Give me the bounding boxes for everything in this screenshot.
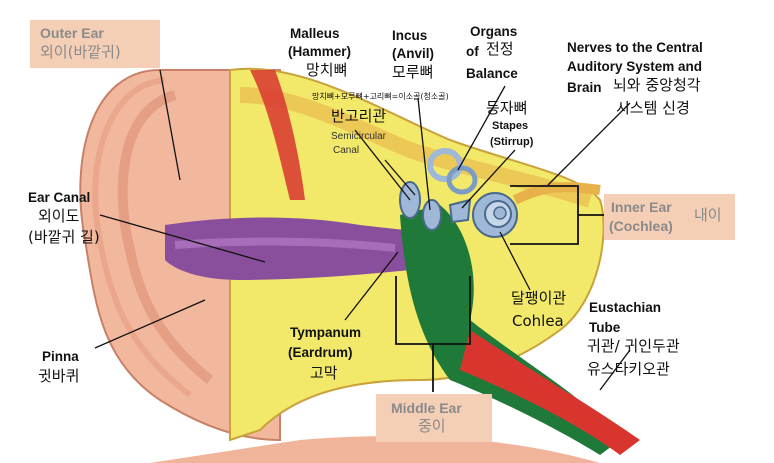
nerves-label-en-3: Brain [567,80,602,96]
nerves-label-ko-1: 뇌와 중앙청각 [613,77,701,94]
eustachian-label-ko-2: 유스타키오관 [587,361,670,378]
ear-canal-label-ko-2: (바깥귀 길) [28,229,100,246]
stapes-label-en-2: (Stirrup) [490,136,533,149]
organs-balance-label-en-3: Balance [466,66,518,82]
nerves-label-en-2: Auditory System and [567,59,702,75]
organs-balance-label-en-1: Organs [470,24,517,40]
inner-ear-label-box: Inner Ear (Cochlea) 내이 [604,194,735,240]
cochlea-label-ko: 달팽이관 [511,290,566,307]
ear-canal-label-ko-1: 외이도 [38,208,79,225]
tympanum-label-ko: 고막 [310,365,338,382]
incus-label-en-2: (Anvil) [392,46,434,62]
tympanum-label-en-2: (Eardrum) [288,345,353,361]
organs-balance-label-en-2: of [466,44,479,60]
eustachian-label-ko-1: 귀관/ 귀인두관 [587,338,680,355]
stapes-label-en-1: Stapes [492,120,528,133]
cochlea-label-en: Cohlea [512,313,564,330]
middle-ear-label-box: Middle Ear 중이 [376,394,492,442]
pinna-label-en: Pinna [42,349,79,365]
ossicles-note: 망치뼈+모루뼈+고리뼈=이소골(청소골) [312,92,449,101]
malleus-label-ko: 망치뼈 [306,62,347,79]
eustachian-label-en-2: Tube [589,320,620,336]
nerves-label-ko-2: 시스템 신경 [616,100,690,117]
middle-ear-label-en: Middle Ear [391,400,462,416]
inner-ear-label-en-1: Inner Ear [611,199,672,215]
incus-label-en-1: Incus [392,28,427,44]
outer-ear-label-box: Outer Ear 외이(바깥귀) [30,20,160,68]
nerves-label-en-1: Nerves to the Central [567,40,703,56]
cochlea-spiral-inner [494,207,506,219]
eustachian-label-en-1: Eustachian [589,300,661,316]
head-skin [150,436,600,463]
malleus-label-en-2: (Hammer) [288,44,351,60]
malleus-label-en-1: Malleus [290,26,340,42]
middle-ear-label-ko: 중이 [418,418,446,435]
pinna-label-ko: 귓바퀴 [38,368,79,385]
semicircular-label-en-2: Canal [333,145,359,157]
inner-ear-label-ko: 내이 [694,207,722,224]
inner-ear-label-en-2: (Cochlea) [609,218,673,234]
organs-balance-label-ko: 전정 [486,41,514,58]
semicircular-label-ko: 반고리관 [331,108,386,125]
outer-ear-label-ko: 외이(바깥귀) [40,44,121,61]
tympanum-label-en-1: Tympanum [290,325,361,341]
stapes-label-ko: 등자뼈 [486,100,527,117]
incus-bone [423,200,441,230]
incus-label-ko: 모루뼈 [392,64,433,81]
outer-ear-label-en: Outer Ear [40,25,104,41]
ear-canal-label-en: Ear Canal [28,190,90,206]
semicircular-label-en-1: Semicircular [331,131,386,143]
